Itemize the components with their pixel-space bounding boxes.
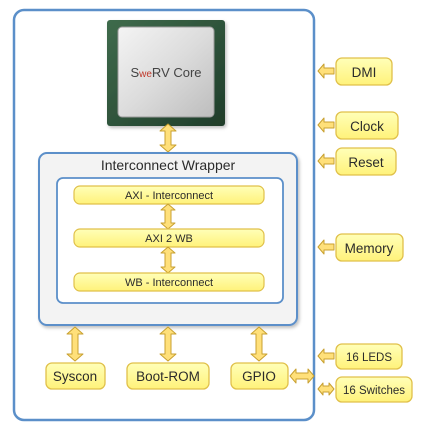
signal-reset: Reset xyxy=(317,147,397,176)
clock-block xyxy=(335,111,399,140)
wb-interconnect-label: WB - Interconnect xyxy=(125,277,213,289)
arrow-shape xyxy=(317,348,335,364)
peripheral-bootrom: Boot-ROM xyxy=(126,362,210,390)
syscon-block xyxy=(45,362,106,390)
gpio-io-arrow xyxy=(289,368,315,384)
cpu-brand-suffix: RV Core xyxy=(152,65,202,80)
bootrom-label: Boot-ROM xyxy=(136,369,200,384)
wrapper-title: Interconnect Wrapper xyxy=(101,157,236,173)
switches-block xyxy=(335,376,413,403)
dmi-label: DMI xyxy=(352,65,377,80)
axi2wb-block xyxy=(73,228,265,248)
arrow-shape xyxy=(250,326,268,362)
arrow-shape xyxy=(317,153,335,169)
bootrom-block xyxy=(126,362,210,390)
cpu-brand: SweRV Core xyxy=(130,65,201,80)
leds-block xyxy=(335,343,403,370)
signal-clock: Clock xyxy=(317,111,399,140)
reset-arrow xyxy=(317,153,335,169)
switches-label: 16 Switches xyxy=(343,385,405,397)
arrow-shape xyxy=(317,239,335,255)
axi-interconnect-label: AXI - Interconnect xyxy=(125,190,213,202)
arrow-shape xyxy=(289,368,315,384)
memory-block xyxy=(335,233,404,262)
signal-switches: 16 Switches xyxy=(317,376,413,403)
wrapper-gpio-arrow xyxy=(250,326,268,362)
axi2wb-label: AXI 2 WB xyxy=(145,233,193,245)
axi-interconnect-block xyxy=(73,185,265,205)
peripheral-gpio: GPIO xyxy=(230,362,289,390)
reset-block xyxy=(335,147,397,176)
cpu-brand-highlight: we xyxy=(138,69,152,80)
syscon-label: Syscon xyxy=(53,369,97,384)
peripheral-syscon: Syscon xyxy=(45,362,106,390)
switches-arrow xyxy=(317,382,335,396)
arrow-shape xyxy=(317,382,335,396)
clock-arrow xyxy=(317,117,335,133)
wrapper-bootrom-arrow xyxy=(159,326,177,362)
bus-block: AXI - Interconnect xyxy=(73,185,265,205)
arrow-shape xyxy=(66,326,84,362)
arrow-shape xyxy=(159,326,177,362)
signal-dmi: DMI xyxy=(317,57,393,86)
wrapper-syscon-arrow xyxy=(66,326,84,362)
wb-interconnect-block xyxy=(73,272,265,292)
signal-leds: 16 LEDS xyxy=(317,343,403,370)
dmi-arrow xyxy=(317,63,335,79)
leds-label: 16 LEDS xyxy=(346,352,392,364)
memory-label: Memory xyxy=(345,241,394,256)
reset-label: Reset xyxy=(348,155,384,170)
signal-memory: Memory xyxy=(317,233,404,262)
cpu-brand-prefix: S xyxy=(130,65,139,80)
bus-block: WB - Interconnect xyxy=(73,272,265,292)
gpio-block xyxy=(230,362,289,390)
dmi-block xyxy=(335,57,393,86)
cpu-heatspreader xyxy=(117,26,215,118)
arrow-shape xyxy=(317,63,335,79)
memory-arrow xyxy=(317,239,335,255)
bus-block: AXI 2 WB xyxy=(73,228,265,248)
arrow-shape xyxy=(317,117,335,133)
gpio-label: GPIO xyxy=(242,369,276,384)
leds-arrow xyxy=(317,348,335,364)
cpu-chip xyxy=(107,20,225,126)
clock-label: Clock xyxy=(350,119,384,134)
